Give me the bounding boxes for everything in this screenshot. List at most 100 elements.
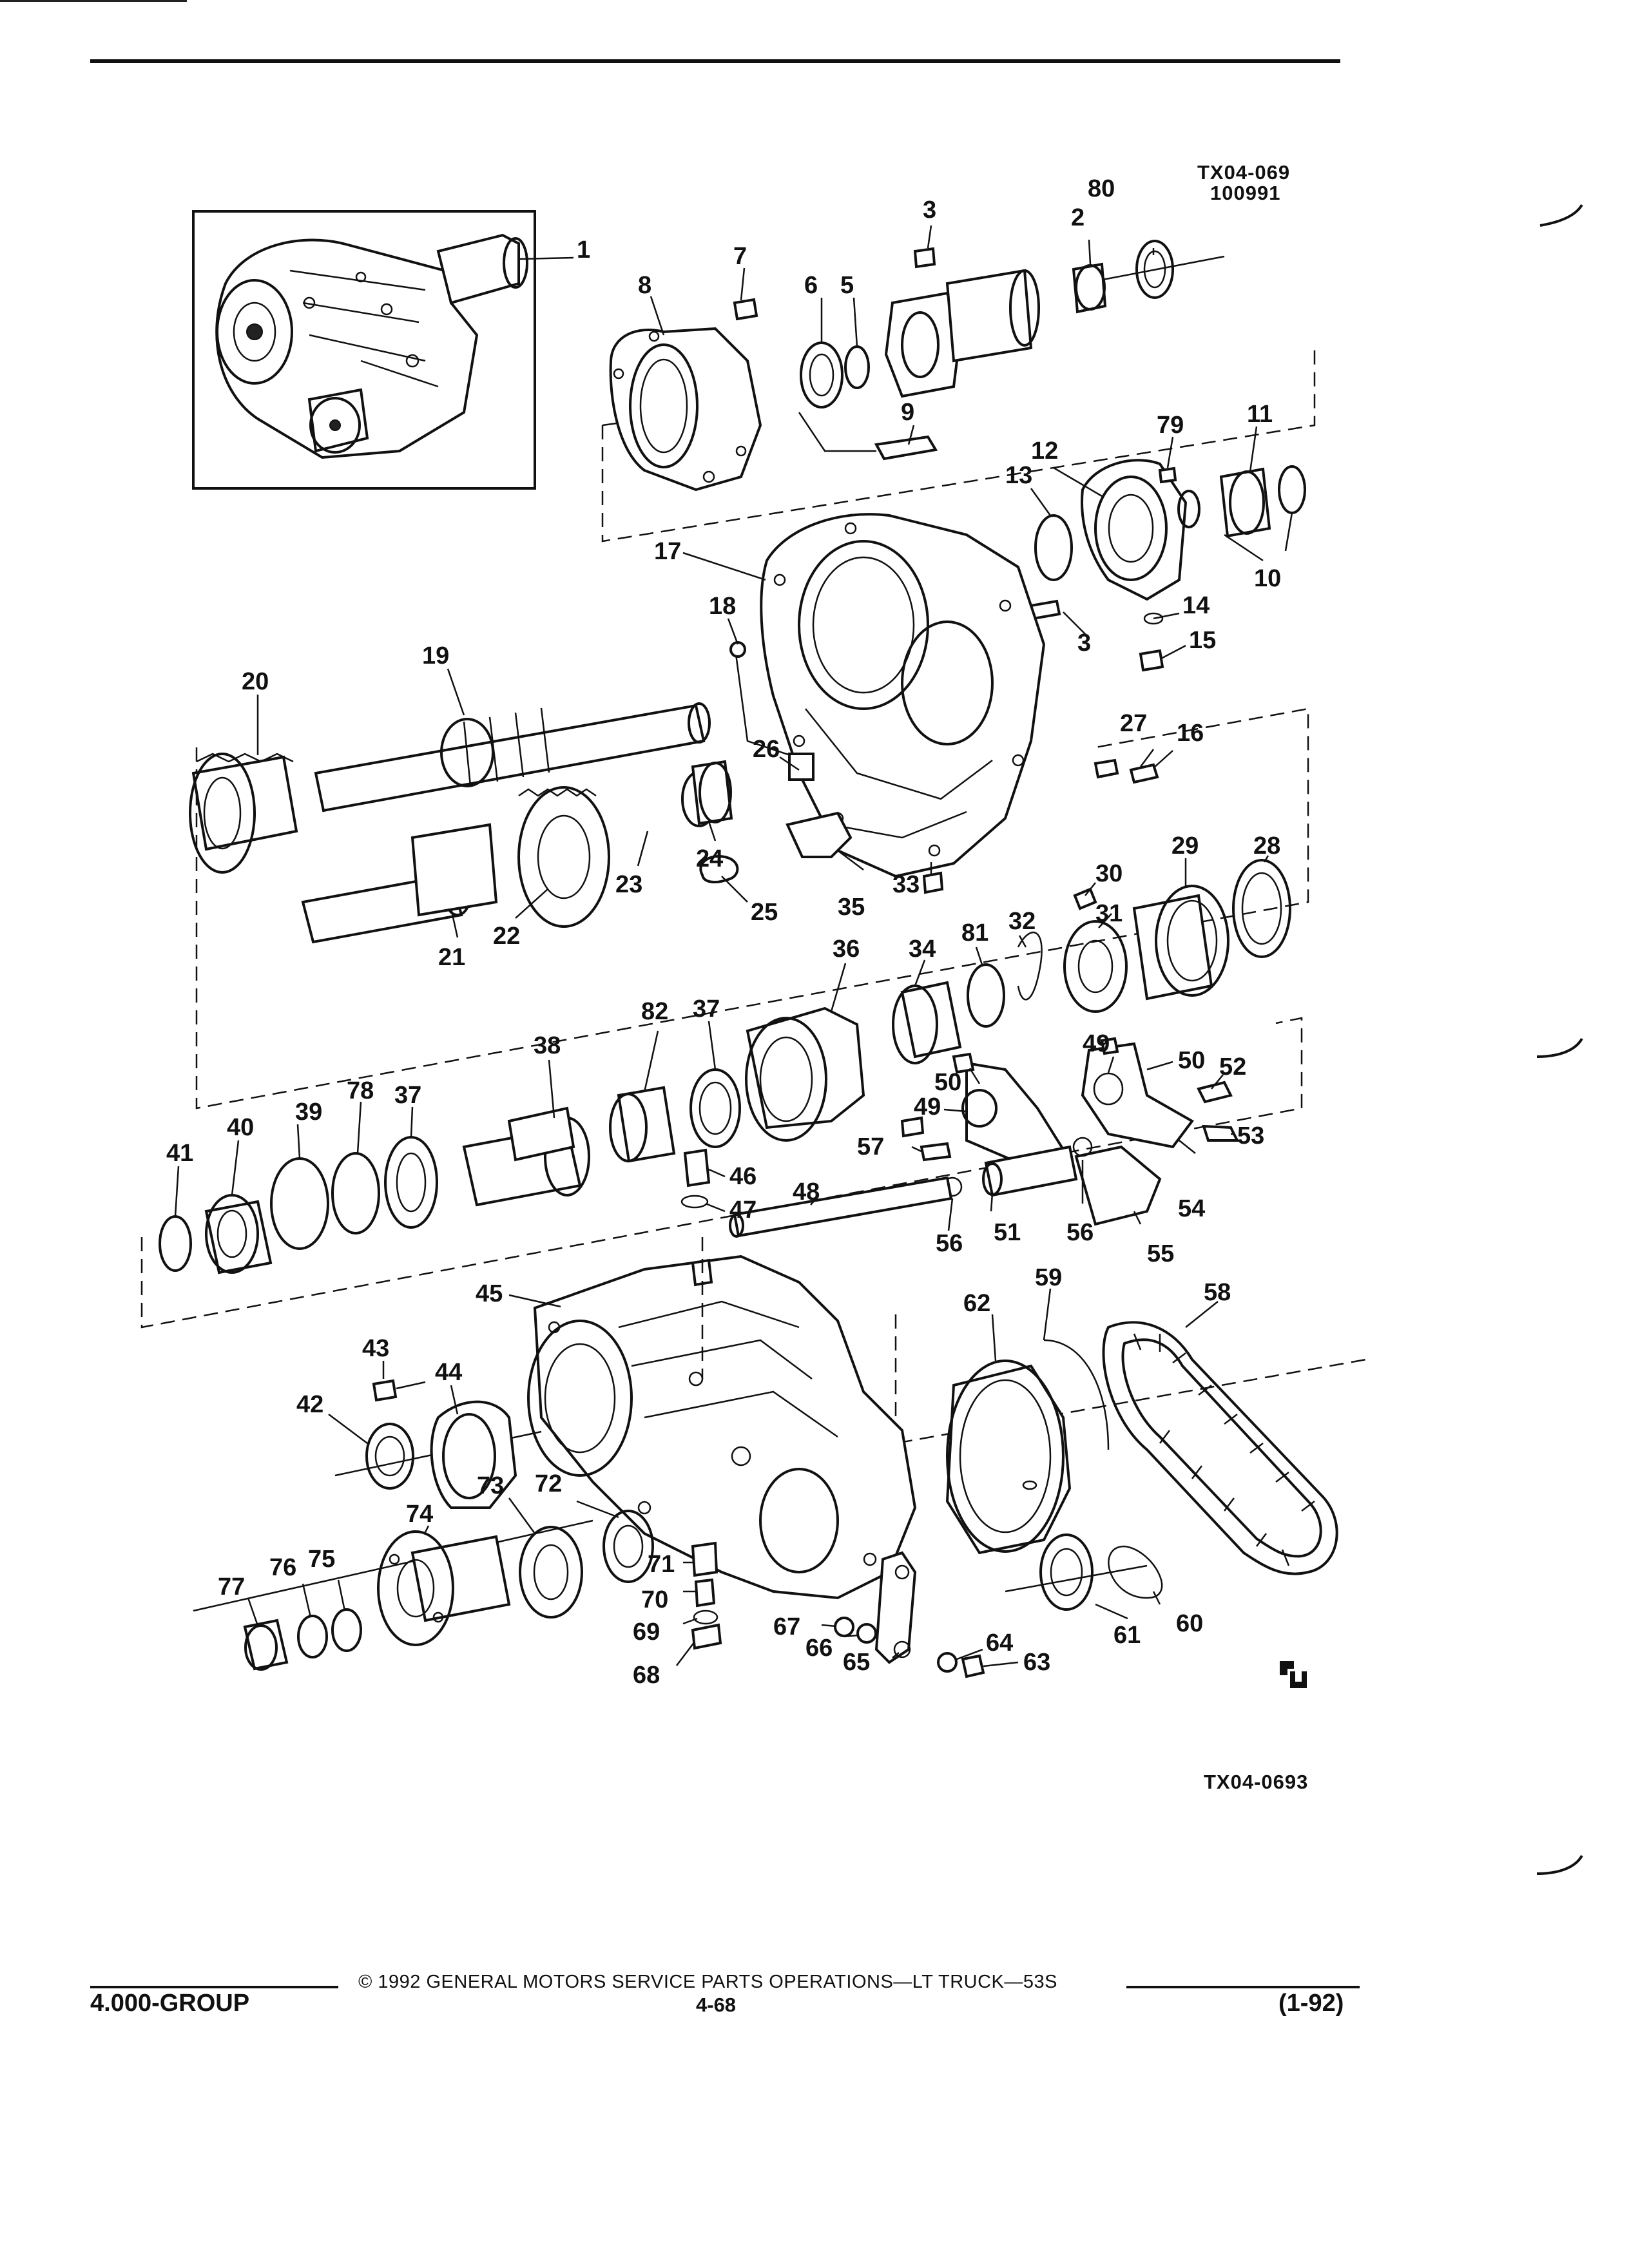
callout: 51	[994, 1219, 1021, 1246]
callout: 41	[166, 1140, 193, 1167]
rear-output-shaft-group	[140, 1017, 1303, 1329]
callout: 5	[840, 272, 854, 299]
callout: 8	[638, 272, 651, 299]
callout: 3	[1077, 629, 1091, 657]
callout: 81	[961, 919, 988, 947]
callout: 18	[709, 593, 736, 620]
callout: 10	[1254, 565, 1281, 592]
figure-code: 100991	[1210, 182, 1281, 204]
callout: 82	[641, 998, 668, 1025]
callout: 49	[1083, 1030, 1110, 1057]
callout: 9	[901, 399, 914, 426]
figure-id-bottom: TX04-0693	[1204, 1771, 1309, 1793]
callout: 75	[308, 1546, 335, 1573]
extension-housing-group	[601, 240, 1316, 543]
callout: 63	[1023, 1649, 1050, 1676]
callout: 68	[633, 1662, 660, 1689]
callout: 30	[1095, 860, 1123, 887]
callout: 26	[753, 736, 780, 763]
callout: 60	[1176, 1610, 1203, 1637]
callout: 31	[1095, 900, 1123, 927]
callout: 59	[1035, 1264, 1062, 1291]
callout: 37	[394, 1082, 421, 1109]
callout: 56	[1066, 1219, 1094, 1246]
callout: 80	[1088, 175, 1115, 202]
footer-date: (1-92)	[1278, 1990, 1344, 2017]
callout: 66	[805, 1635, 833, 1662]
callout: 36	[833, 936, 860, 963]
callout: 56	[936, 1230, 963, 1257]
assembled-transfer-case-inset	[192, 210, 574, 490]
sprocket-chain-group	[945, 1321, 1338, 1611]
callout: 1	[577, 236, 590, 264]
callout: 54	[1178, 1195, 1205, 1222]
callout: 72	[535, 1470, 562, 1497]
callout: 16	[1177, 720, 1204, 747]
output-yoke-group	[193, 1379, 654, 1671]
callout: 29	[1171, 832, 1199, 860]
callout: 25	[751, 899, 778, 926]
callout: 78	[347, 1077, 374, 1104]
callout: 42	[296, 1391, 323, 1418]
callout: 52	[1219, 1053, 1246, 1081]
footer-group: 4.000-GROUP	[90, 1990, 250, 2017]
footer-page-number: 4-68	[696, 1994, 737, 2016]
mainshaft-group	[189, 702, 1309, 1110]
callout: 79	[1157, 412, 1184, 439]
callout: 22	[493, 923, 520, 950]
callout: 2	[1071, 204, 1084, 231]
figure-id: TX04-069	[1197, 161, 1291, 184]
callout: 70	[641, 1586, 668, 1613]
callout: 55	[1147, 1240, 1174, 1267]
callout: 37	[693, 995, 720, 1023]
leader-lines	[174, 225, 1293, 1667]
footer-rule-left	[90, 1986, 338, 1988]
callout: 6	[804, 272, 818, 299]
footer-copyright: © 1992 GENERAL MOTORS SERVICE PARTS OPER…	[358, 1972, 1057, 1992]
callout: 15	[1189, 627, 1216, 654]
callout: 67	[773, 1613, 800, 1640]
callout: 28	[1253, 832, 1280, 860]
gm-logo	[1275, 1656, 1313, 1695]
callout-labels: 1 2 3 3 5 6 7 8 9 10 11 12 13 14 15 16 1…	[166, 175, 1281, 1689]
range-mode-hub-group	[745, 859, 1291, 1142]
footer-rule-right	[1126, 1986, 1360, 1988]
callout: 47	[729, 1196, 757, 1224]
callout: 14	[1182, 592, 1210, 619]
callout: 76	[269, 1554, 296, 1581]
callout: 21	[438, 944, 465, 971]
callout: 35	[838, 894, 865, 921]
callout: 13	[1005, 462, 1032, 489]
callout: 50	[1178, 1047, 1205, 1074]
callout: 40	[227, 1114, 254, 1141]
callout: 50	[934, 1069, 961, 1096]
callout: 77	[218, 1573, 245, 1600]
callout: 45	[476, 1280, 503, 1307]
callout: 64	[986, 1629, 1013, 1657]
callout: 27	[1120, 710, 1147, 737]
callout: 46	[729, 1163, 757, 1190]
callout: 43	[362, 1335, 389, 1362]
callout: 24	[696, 845, 723, 872]
callout: 3	[923, 197, 936, 224]
corner-rule	[0, 0, 187, 2]
callout: 11	[1247, 401, 1273, 428]
callout: 33	[892, 871, 920, 898]
callout: 53	[1237, 1122, 1264, 1149]
callout: 20	[242, 668, 269, 695]
lever-plug-group	[691, 1480, 1037, 1678]
callout: 69	[633, 1619, 660, 1646]
callout: 48	[793, 1178, 820, 1206]
callout: 12	[1031, 437, 1058, 465]
rear-case-half	[527, 1237, 1367, 1600]
page-edge-marks	[1536, 204, 1583, 1875]
callout: 73	[477, 1472, 504, 1499]
callout: 58	[1204, 1279, 1231, 1306]
callout: 49	[914, 1093, 941, 1120]
callout: 19	[422, 642, 449, 669]
callout: 17	[654, 538, 681, 565]
callout: 44	[435, 1359, 462, 1386]
callout: 7	[733, 243, 747, 270]
